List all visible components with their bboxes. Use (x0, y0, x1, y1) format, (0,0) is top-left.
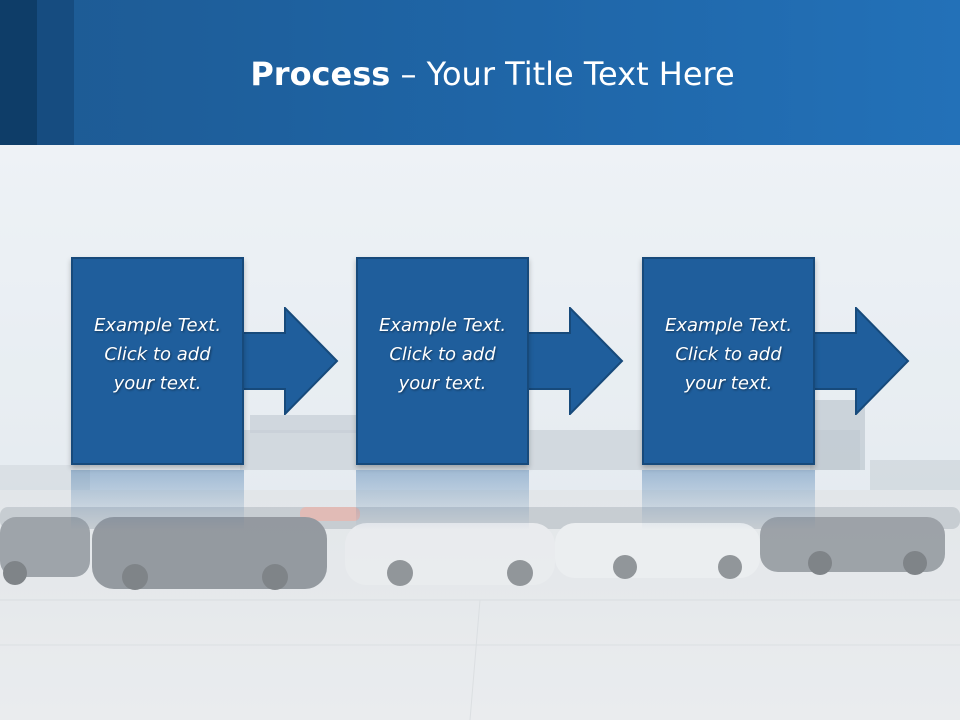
arrow-right-icon (812, 307, 910, 415)
header-accent-strip (37, 0, 74, 145)
title-rest-text: – Your Title Text Here (390, 55, 735, 93)
step-text-line: Click to add (675, 344, 782, 365)
step-text-line: Click to add (389, 344, 496, 365)
step-box (71, 257, 244, 465)
process-step-2[interactable]: Example Text. Click to add your text. (356, 257, 624, 465)
step-text-line: Click to add (104, 344, 211, 365)
process-step-1[interactable]: Example Text. Click to add your text. (71, 257, 339, 465)
process-step-3[interactable]: Example Text. Click to add your text. (642, 257, 910, 465)
step-text-line: Example Text. (378, 315, 507, 336)
title-bold-text: Process (250, 55, 391, 93)
step-text[interactable]: Example Text. Click to add your text. (642, 311, 815, 398)
arrow-right-icon (526, 307, 624, 415)
step-text[interactable]: Example Text. Click to add your text. (71, 311, 244, 398)
header-band: Process – Your Title Text Here (0, 0, 960, 145)
step-text-line: your text. (398, 373, 487, 394)
step-reflection (356, 470, 529, 530)
step-text-line: your text. (684, 373, 773, 394)
step-text-line: Example Text. (93, 315, 222, 336)
step-box (356, 257, 529, 465)
header-accent-strip (0, 0, 37, 145)
step-text-line: Example Text. (664, 315, 793, 336)
step-text-line: your text. (113, 373, 202, 394)
slide-title[interactable]: Process – Your Title Text Here (0, 52, 960, 96)
step-reflection (642, 470, 815, 530)
step-reflection (71, 470, 244, 530)
step-text[interactable]: Example Text. Click to add your text. (356, 311, 529, 398)
step-box (642, 257, 815, 465)
arrow-right-icon (241, 307, 339, 415)
